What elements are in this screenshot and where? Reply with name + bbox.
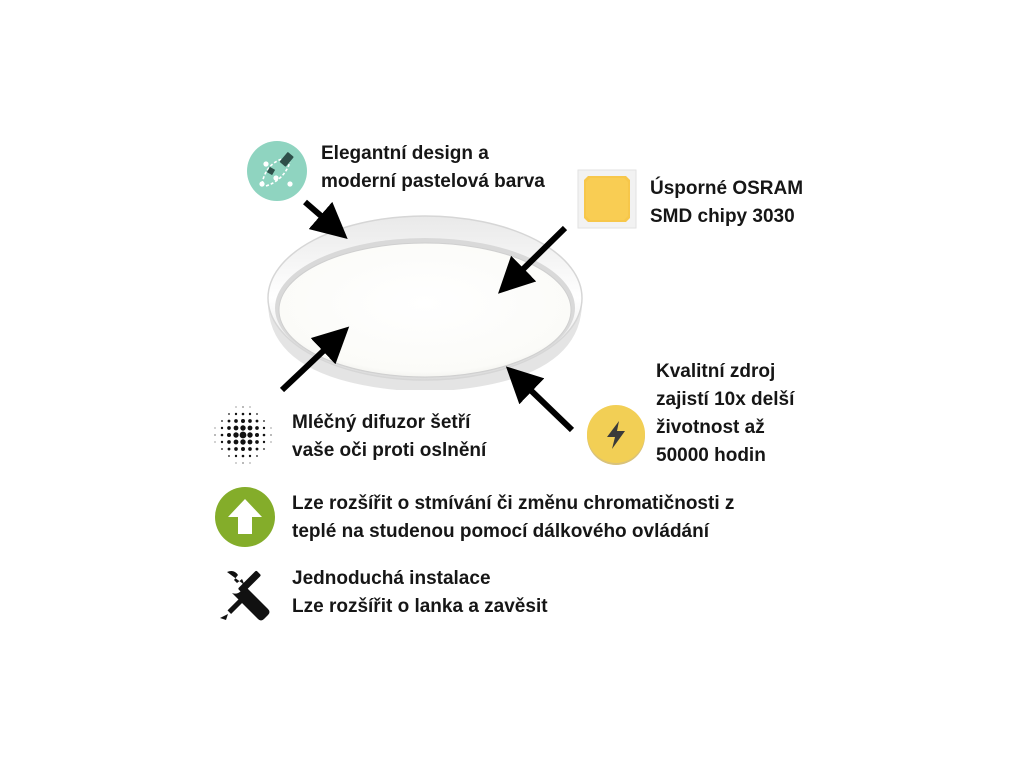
- halftone-dot: [220, 433, 224, 437]
- halftone-dot: [234, 447, 238, 451]
- halftone-dot: [255, 440, 259, 444]
- design-feature-text: Elegantní design a moderní pastelová bar…: [321, 140, 545, 196]
- halftone-dot: [227, 419, 231, 423]
- dimming-feature-text: Lze rozšířit o stmívání či změnu chromat…: [292, 490, 734, 546]
- halftone-dot: [262, 426, 266, 430]
- halftone-dot: [247, 439, 253, 445]
- halftone-dot: [233, 439, 239, 445]
- arrow-diffuser: [279, 326, 350, 393]
- led-chip-icon: [576, 168, 638, 230]
- halftone-dot: [255, 447, 259, 451]
- arrow-source: [505, 366, 575, 433]
- halftone-dot: [248, 419, 252, 423]
- halftone-dot: [241, 419, 245, 423]
- source-line-3: životnost až: [656, 417, 765, 438]
- halftone-dot: [255, 433, 259, 437]
- dimming-line-1: Lze rozšířit o stmívání či změnu chromat…: [292, 493, 735, 514]
- diffuser-feature-text: Mléčný difuzor šetří vaše oči proti osln…: [292, 409, 486, 465]
- install-line-1: Jednoduchá instalace: [292, 568, 491, 589]
- arrow-design: [303, 199, 348, 240]
- halftone-dot: [262, 433, 266, 437]
- halftone-dot: [227, 426, 231, 430]
- halftone-dot: [227, 440, 231, 444]
- halftone-dot: [263, 448, 265, 450]
- design-tool-icon: [246, 140, 308, 202]
- halftone-dot: [248, 412, 252, 416]
- halftone-dot: [221, 448, 223, 450]
- diffuser-line-2: vaše oči proti oslnění: [292, 440, 487, 461]
- halftone-dot: [233, 432, 239, 438]
- halftone-dot: [214, 441, 216, 443]
- diffuser-line-1: Mléčný difuzor šetří: [292, 412, 471, 433]
- halftone-dot: [228, 455, 230, 457]
- halftone-dot: [234, 454, 238, 458]
- halftone-dot: [241, 412, 245, 416]
- arrow-osram: [498, 225, 568, 294]
- source-line-4: 50000 hodin: [656, 445, 766, 466]
- halftone-dot: [240, 439, 246, 445]
- design-line-2: moderní pastelová barva: [321, 171, 545, 192]
- halftone-dot: [270, 427, 272, 429]
- halftone-dot: [270, 441, 272, 443]
- halftone-dot: [235, 406, 237, 408]
- osram-line-1: Úsporné OSRAM: [650, 178, 804, 199]
- halftone-dot: [239, 431, 247, 439]
- wrench-screwdriver-icon: [216, 566, 274, 624]
- source-line-2: zajistí 10x delší: [656, 389, 795, 410]
- halftone-dot: [241, 447, 245, 451]
- lightning-icon: [585, 403, 647, 465]
- install-feature-text: Jednoduchá instalace Lze rozšířit o lank…: [292, 565, 548, 621]
- halftone-dot: [234, 412, 238, 416]
- source-line-1: Kvalitní zdroj: [656, 361, 776, 382]
- halftone-dot: [248, 447, 252, 451]
- halftone-dot: [233, 425, 239, 431]
- source-feature-text: Kvalitní zdroj zajistí 10x delší životno…: [656, 358, 794, 470]
- halftone-dot: [242, 462, 244, 464]
- halftone-dot: [214, 427, 216, 429]
- halftone-dot: [228, 413, 230, 415]
- halftone-dot: [249, 462, 251, 464]
- dimming-line-2: teplé na studenou pomocí dálkového ovlád…: [292, 521, 710, 542]
- halftone-dots-icon: [212, 404, 274, 466]
- halftone-dot: [227, 447, 231, 451]
- halftone-dot: [220, 440, 224, 444]
- osram-feature-text: Úsporné OSRAM SMD chipy 3030: [650, 175, 803, 231]
- halftone-dot: [255, 419, 259, 423]
- design-line-1: Elegantní design a: [321, 143, 489, 164]
- halftone-dot: [270, 434, 272, 436]
- halftone-dot: [227, 433, 231, 437]
- halftone-dot: [220, 426, 224, 430]
- halftone-dot: [256, 413, 258, 415]
- halftone-dot: [247, 425, 253, 431]
- install-line-2: Lze rozšířit o lanka a zavěsit: [292, 596, 548, 617]
- halftone-dot: [248, 454, 252, 458]
- halftone-dot: [240, 425, 246, 431]
- osram-line-2: SMD chipy 3030: [650, 206, 795, 227]
- halftone-dot: [214, 434, 216, 436]
- halftone-dot: [241, 454, 245, 458]
- halftone-dot: [249, 406, 251, 408]
- halftone-dot: [242, 406, 244, 408]
- halftone-dot: [235, 462, 237, 464]
- halftone-dot: [263, 420, 265, 422]
- halftone-dot: [247, 432, 253, 438]
- halftone-dot: [256, 455, 258, 457]
- halftone-dot: [234, 419, 238, 423]
- halftone-dot: [255, 426, 259, 430]
- halftone-dot: [262, 440, 266, 444]
- upgrade-arrow-icon: [214, 486, 276, 548]
- halftone-dot: [221, 420, 223, 422]
